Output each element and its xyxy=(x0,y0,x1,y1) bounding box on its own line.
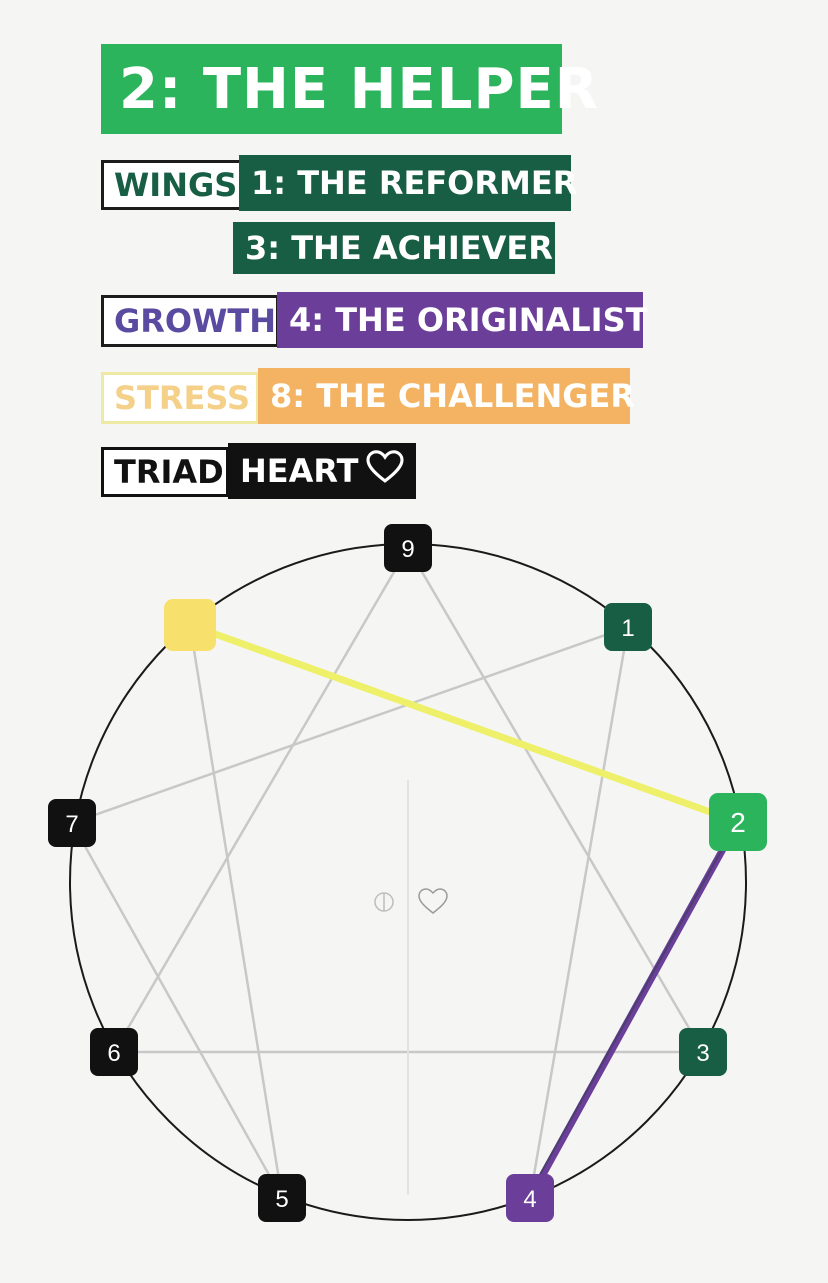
node-2: 2 xyxy=(709,793,767,851)
line-9-6 xyxy=(112,547,410,1053)
node-box xyxy=(48,799,96,847)
node-box xyxy=(164,599,216,651)
node-9: 9 xyxy=(384,524,432,572)
triangle-icon xyxy=(374,892,394,912)
enneagram-nodes: 9 1 2 3 4 5 6 7 xyxy=(48,524,767,1222)
stress-line xyxy=(186,621,742,826)
node-4-label: 4 xyxy=(523,1186,536,1213)
growth-value-label: 4: THE ORIGINALIST xyxy=(277,292,647,348)
node-3: 3 xyxy=(679,1028,727,1076)
center-icons xyxy=(374,888,448,914)
line-1-4 xyxy=(528,626,630,1199)
node-2-label: 2 xyxy=(730,807,746,838)
type-title: 2: THE HELPER xyxy=(101,44,598,134)
node-8 xyxy=(164,599,216,651)
node-7: 7 xyxy=(48,799,96,847)
line-5-8 xyxy=(188,624,284,1199)
growth-line-shade xyxy=(527,827,735,1197)
node-box xyxy=(604,603,652,651)
node-box xyxy=(506,1174,554,1222)
heart-icon xyxy=(366,450,404,492)
line-7-5 xyxy=(70,822,284,1199)
line-9-3 xyxy=(406,547,705,1053)
node-box xyxy=(258,1174,306,1222)
node-6: 6 xyxy=(90,1028,138,1076)
node-box xyxy=(384,524,432,572)
triad-value: HEART xyxy=(228,443,416,499)
node-5-label: 5 xyxy=(275,1186,288,1213)
node-5: 5 xyxy=(258,1174,306,1222)
node-3-label: 3 xyxy=(696,1040,709,1067)
heart-icon xyxy=(418,888,448,914)
line-1-7 xyxy=(71,625,629,825)
node-1-label: 1 xyxy=(621,615,634,642)
node-6-label: 6 xyxy=(107,1040,120,1067)
stress-value-label: 8: THE CHALLENGER xyxy=(258,368,635,424)
inner-lines xyxy=(70,547,705,1199)
node-box xyxy=(90,1028,138,1076)
triad-value-label: HEART xyxy=(240,452,359,490)
wing-2-label: 3: THE ACHIEVER xyxy=(233,222,555,274)
stress-key-label: STRESS xyxy=(101,372,259,424)
node-9-label: 9 xyxy=(401,536,414,563)
node-1: 1 xyxy=(604,603,652,651)
node-4: 4 xyxy=(506,1174,554,1222)
wings-key-label: WINGS xyxy=(101,160,243,210)
wing-1-label: 1: THE REFORMER xyxy=(239,155,577,211)
node-box xyxy=(679,1028,727,1076)
node-box xyxy=(709,793,767,851)
node-7-label: 7 xyxy=(65,811,78,838)
triad-key-label: TRIAD xyxy=(101,447,229,497)
